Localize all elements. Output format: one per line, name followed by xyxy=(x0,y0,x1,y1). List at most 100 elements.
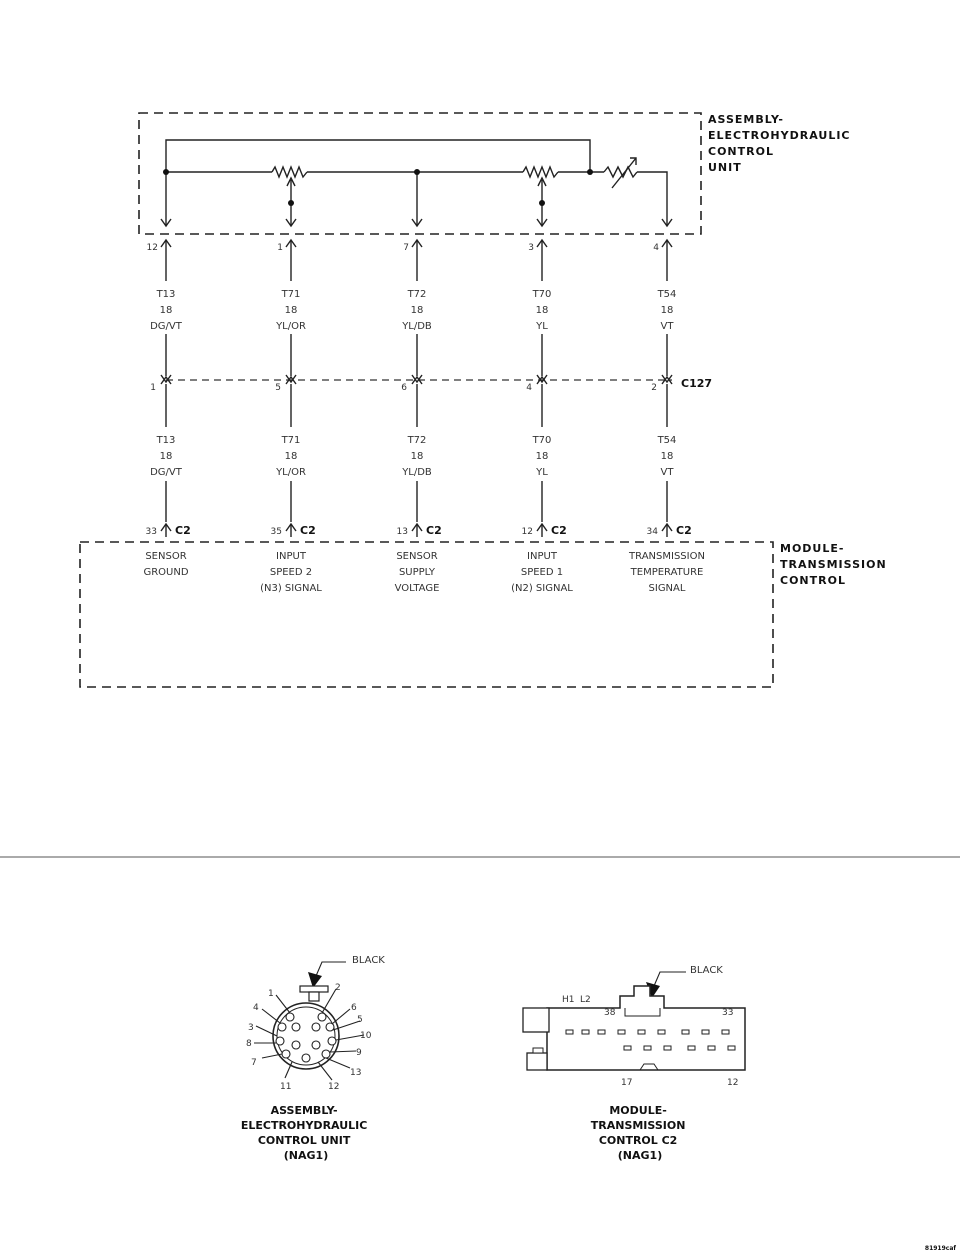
ecu-pin-num-11: 11 xyxy=(280,1082,291,1092)
wire-t72-lower xyxy=(411,375,423,537)
wire-gauge-t54-lower: 18 xyxy=(661,451,674,462)
wire-color-t13-lower: DG/VT xyxy=(150,467,183,478)
wire-t70-upper xyxy=(536,218,548,384)
wire-t54-upper xyxy=(661,218,673,384)
wire-color-t54-lower: VT xyxy=(661,467,675,478)
tcm-connector-t13: C2 xyxy=(175,524,191,537)
tcm-connector-t71: C2 xyxy=(300,524,316,537)
tcm-pin-t54: 34 xyxy=(647,527,659,537)
wire-gauge-t70-lower: 18 xyxy=(536,451,549,462)
ecu-internal-circuit xyxy=(163,139,668,226)
ecu-pin-num-7: 7 xyxy=(251,1058,257,1068)
ecu-pin-num-13: 13 xyxy=(350,1068,361,1078)
tcm-pin-label-h1: H1 xyxy=(562,995,575,1005)
tcm-connector-t72: C2 xyxy=(426,524,442,537)
tcm-c2-connector-view: BLACK H1 L2 xyxy=(522,965,746,1162)
ecu-connector-color-label: BLACK xyxy=(352,955,385,966)
ecu-pin-num-8: 8 xyxy=(246,1039,252,1049)
wire-color-t13-upper: DG/VT xyxy=(150,321,183,332)
circuit-id-t54-upper: T54 xyxy=(657,289,677,300)
tcm-pin-t72: 13 xyxy=(397,527,408,537)
circuit-id-t71-upper: T71 xyxy=(281,289,301,300)
ecu-pin-t13: 12 xyxy=(147,243,158,253)
ecu-box-label: ASSEMBLY- ELECTROHYDRAULIC CONTROL UNIT xyxy=(708,113,855,174)
wire-t72-upper xyxy=(411,218,423,384)
ecu-pin-num-10: 10 xyxy=(360,1031,372,1041)
wire-gauge-t72-upper: 18 xyxy=(411,305,424,316)
circuit-id-t13-upper: T13 xyxy=(156,289,176,300)
tcm-pin-t70: 12 xyxy=(522,527,533,537)
ecu-pin-num-12: 12 xyxy=(328,1082,339,1092)
wire-color-t70-upper: YL xyxy=(535,321,548,332)
ecu-pin-num-4: 4 xyxy=(253,1003,259,1013)
ecu-pin-num-1: 1 xyxy=(268,989,274,999)
wire-color-t71-lower: YL/OR xyxy=(275,467,306,478)
wire-t70-lower xyxy=(536,375,548,537)
ecu-pin-t71: 1 xyxy=(277,243,283,253)
tcm-pin-label-12: 12 xyxy=(727,1078,738,1088)
wire-t71-upper xyxy=(285,218,297,384)
wire-gauge-t13-upper: 18 xyxy=(160,305,173,316)
ecu-pin-num-2: 2 xyxy=(335,983,341,993)
c127-pin-t71: 5 xyxy=(275,383,281,393)
wire-color-t54-upper: VT xyxy=(661,321,675,332)
ecu-pin-t70: 3 xyxy=(528,243,534,253)
ecu-connector-view: BLACK xyxy=(241,955,385,1162)
tcm-connector-color-label: BLACK xyxy=(690,965,723,976)
ecu-pin-num-3: 3 xyxy=(248,1023,254,1033)
wire-color-t72-upper: YL/DB xyxy=(401,321,432,332)
c127-pin-t72: 6 xyxy=(401,383,407,393)
ecu-connector-caption: ASSEMBLY- ELECTROHYDRAULIC CONTROL UNIT … xyxy=(241,1104,371,1162)
wire-gauge-t72-lower: 18 xyxy=(411,451,424,462)
circuit-id-t13-lower: T13 xyxy=(156,435,176,446)
wire-t71-lower xyxy=(285,375,297,537)
tcm-connector-caption: MODULE- TRANSMISSION CONTROL C2 (NAG1) xyxy=(591,1104,690,1162)
wire-color-t70-lower: YL xyxy=(535,467,548,478)
wire-t13-upper xyxy=(160,218,172,384)
tcm-box-outline xyxy=(79,541,774,688)
ecu-pin-num-9: 9 xyxy=(356,1048,362,1058)
tcm-pin-t13: 33 xyxy=(146,527,157,537)
wire-color-t71-upper: YL/OR xyxy=(275,321,306,332)
circuit-id-t70-upper: T70 xyxy=(532,289,552,300)
c127-pin-t54: 2 xyxy=(651,383,657,393)
ecu-pin-num-5: 5 xyxy=(357,1015,363,1025)
tcm-pin-label-33: 33 xyxy=(722,1008,733,1018)
ecu-pin-t72: 7 xyxy=(403,243,409,253)
circuit-id-t54-lower: T54 xyxy=(657,435,677,446)
ecu-pin-num-6: 6 xyxy=(351,1003,357,1013)
ecu-pin-t54: 4 xyxy=(653,243,659,253)
wire-t13-lower xyxy=(160,375,172,537)
wire-color-t72-lower: YL/DB xyxy=(401,467,432,478)
figure-code: 81919caf xyxy=(925,1245,956,1252)
tcm-pin-label-17: 17 xyxy=(621,1078,632,1088)
tcm-connector-t70: C2 xyxy=(551,524,567,537)
tcm-pin-t71: 35 xyxy=(271,527,282,537)
c127-pin-t13: 1 xyxy=(150,383,156,393)
wire-gauge-t70-upper: 18 xyxy=(536,305,549,316)
circuit-id-t70-lower: T70 xyxy=(532,435,552,446)
wire-t54-lower xyxy=(661,375,673,537)
c127-pin-t70: 4 xyxy=(526,383,532,393)
tcm-pin-label-l2: L2 xyxy=(580,995,591,1005)
ecu-box-outline xyxy=(138,112,702,235)
wire-gauge-t71-lower: 18 xyxy=(285,451,298,462)
tcm-connector-t54: C2 xyxy=(676,524,692,537)
circuit-id-t72-lower: T72 xyxy=(407,435,427,446)
wire-gauge-t54-upper: 18 xyxy=(661,305,674,316)
tcm-box-label: MODULE- TRANSMISSION CONTROL xyxy=(780,542,892,587)
wire-gauge-t71-upper: 18 xyxy=(285,305,298,316)
wire-gauge-t13-lower: 18 xyxy=(160,451,173,462)
